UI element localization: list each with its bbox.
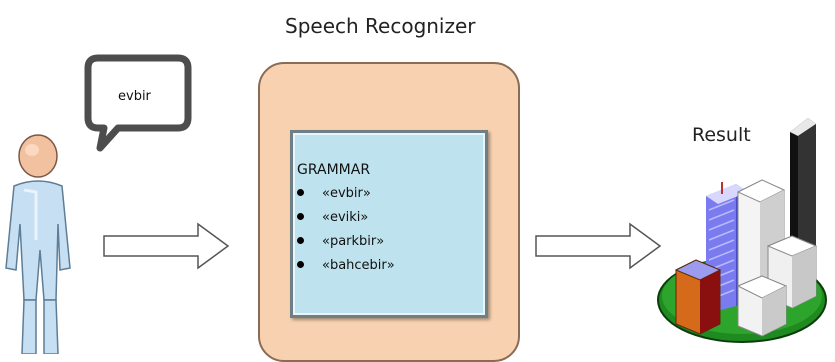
grammar-item-label: «eviki»: [322, 210, 369, 225]
grammar-item: «bahcebir»: [297, 258, 395, 273]
city-icon: [657, 118, 827, 343]
bullet-icon: [297, 189, 304, 196]
speech-bubble-text: evbir: [118, 89, 151, 104]
grammar-item: «evbir»: [297, 186, 371, 201]
grammar-item-label: «evbir»: [322, 186, 371, 201]
bullet-icon: [297, 237, 304, 244]
bullet-icon: [297, 213, 304, 220]
grammar-title: GRAMMAR: [297, 162, 371, 178]
grammar-item: «eviki»: [297, 210, 368, 225]
diagram-canvas: [5, 54, 827, 354]
grammar-item-label: «parkbir»: [322, 234, 385, 249]
grammar-item: «parkbir»: [297, 234, 384, 249]
speech-bubble-icon: [84, 54, 192, 152]
grammar-item-label: «bahcebir»: [322, 258, 395, 273]
diagram-title: Speech Recognizer: [285, 14, 476, 38]
result-label: Result: [692, 124, 751, 146]
person-icon: [5, 134, 71, 354]
arrow-right-icon: [535, 222, 662, 270]
bullet-icon: [297, 261, 304, 268]
grammar-box: [290, 130, 488, 318]
arrow-right-icon: [103, 222, 230, 270]
